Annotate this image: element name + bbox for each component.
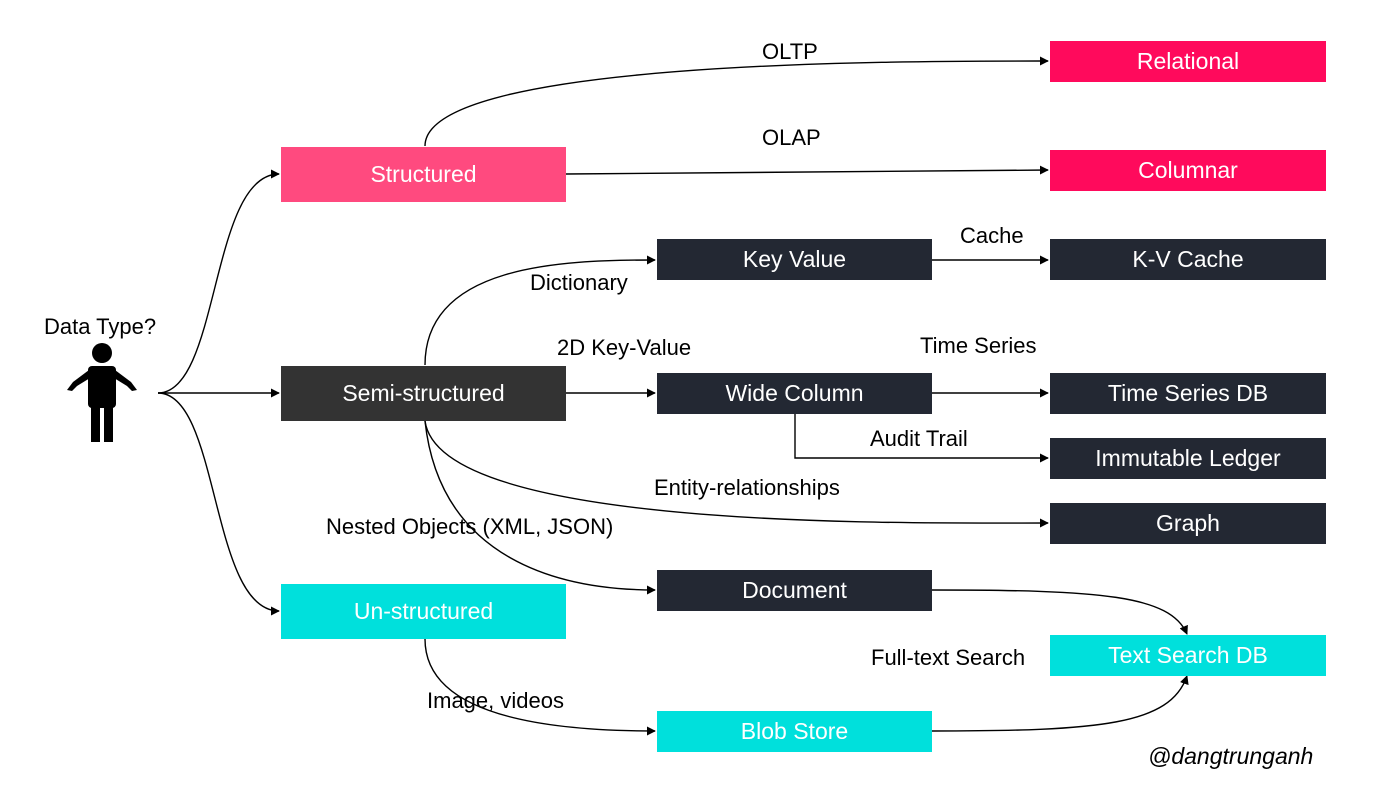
- edge-blob-text-search: [931, 675, 1189, 732]
- unstructured-box: Un-structured: [281, 584, 566, 639]
- full-text-search-label: Full-text Search: [871, 645, 1026, 670]
- document-box: Document: [657, 570, 932, 611]
- semi-structured-box: Semi-structured: [281, 366, 566, 421]
- structured-box: Structured: [281, 147, 566, 202]
- edge-dictionary: [424, 255, 656, 366]
- time-series-label: Time Series: [920, 333, 1037, 358]
- edge-person-structured: [157, 169, 280, 394]
- audit-trail-label: Audit Trail: [870, 426, 968, 451]
- edge-nested-objects: [424, 420, 656, 595]
- nested-objects-label: Nested Objects (XML, JSON): [326, 514, 614, 539]
- columnar-box: Columnar: [1050, 150, 1326, 191]
- time-series-db-box: Time Series DB: [1050, 373, 1326, 414]
- edge-person-unstructured: [157, 392, 280, 616]
- question-label: Data Type?: [44, 314, 157, 339]
- signature: @dangtrunganh: [1148, 743, 1314, 769]
- olap-label: OLAP: [762, 125, 821, 150]
- edge-image-videos: [424, 638, 656, 736]
- image-videos-label: Image, videos: [427, 688, 564, 713]
- dictionary-label: Dictionary: [530, 270, 628, 295]
- edge-audit-trail: [794, 412, 1049, 463]
- edge-document-text-search: [931, 589, 1188, 635]
- key-value-box: Key Value: [657, 239, 932, 280]
- edge-olap: [565, 165, 1049, 175]
- text-search-db-box: Text Search DB: [1050, 635, 1326, 676]
- blob-store-box: Blob Store: [657, 711, 932, 752]
- entity-relationships-label: Entity-relationships: [654, 475, 840, 500]
- two-d-key-value-label: 2D Key-Value: [557, 335, 692, 360]
- relational-box: Relational: [1050, 41, 1326, 82]
- cache-label: Cache: [960, 223, 1024, 248]
- immutable-ledger-box: Immutable Ledger: [1050, 438, 1326, 479]
- graph-box: Graph: [1050, 503, 1326, 544]
- person-icon: [67, 343, 137, 442]
- edge-oltp: [424, 56, 1049, 147]
- oltp-label: OLTP: [762, 39, 818, 64]
- kv-cache-box: K-V Cache: [1050, 239, 1326, 280]
- edge-entity-relationships: [424, 420, 1049, 528]
- wide-column-box: Wide Column: [657, 373, 932, 414]
